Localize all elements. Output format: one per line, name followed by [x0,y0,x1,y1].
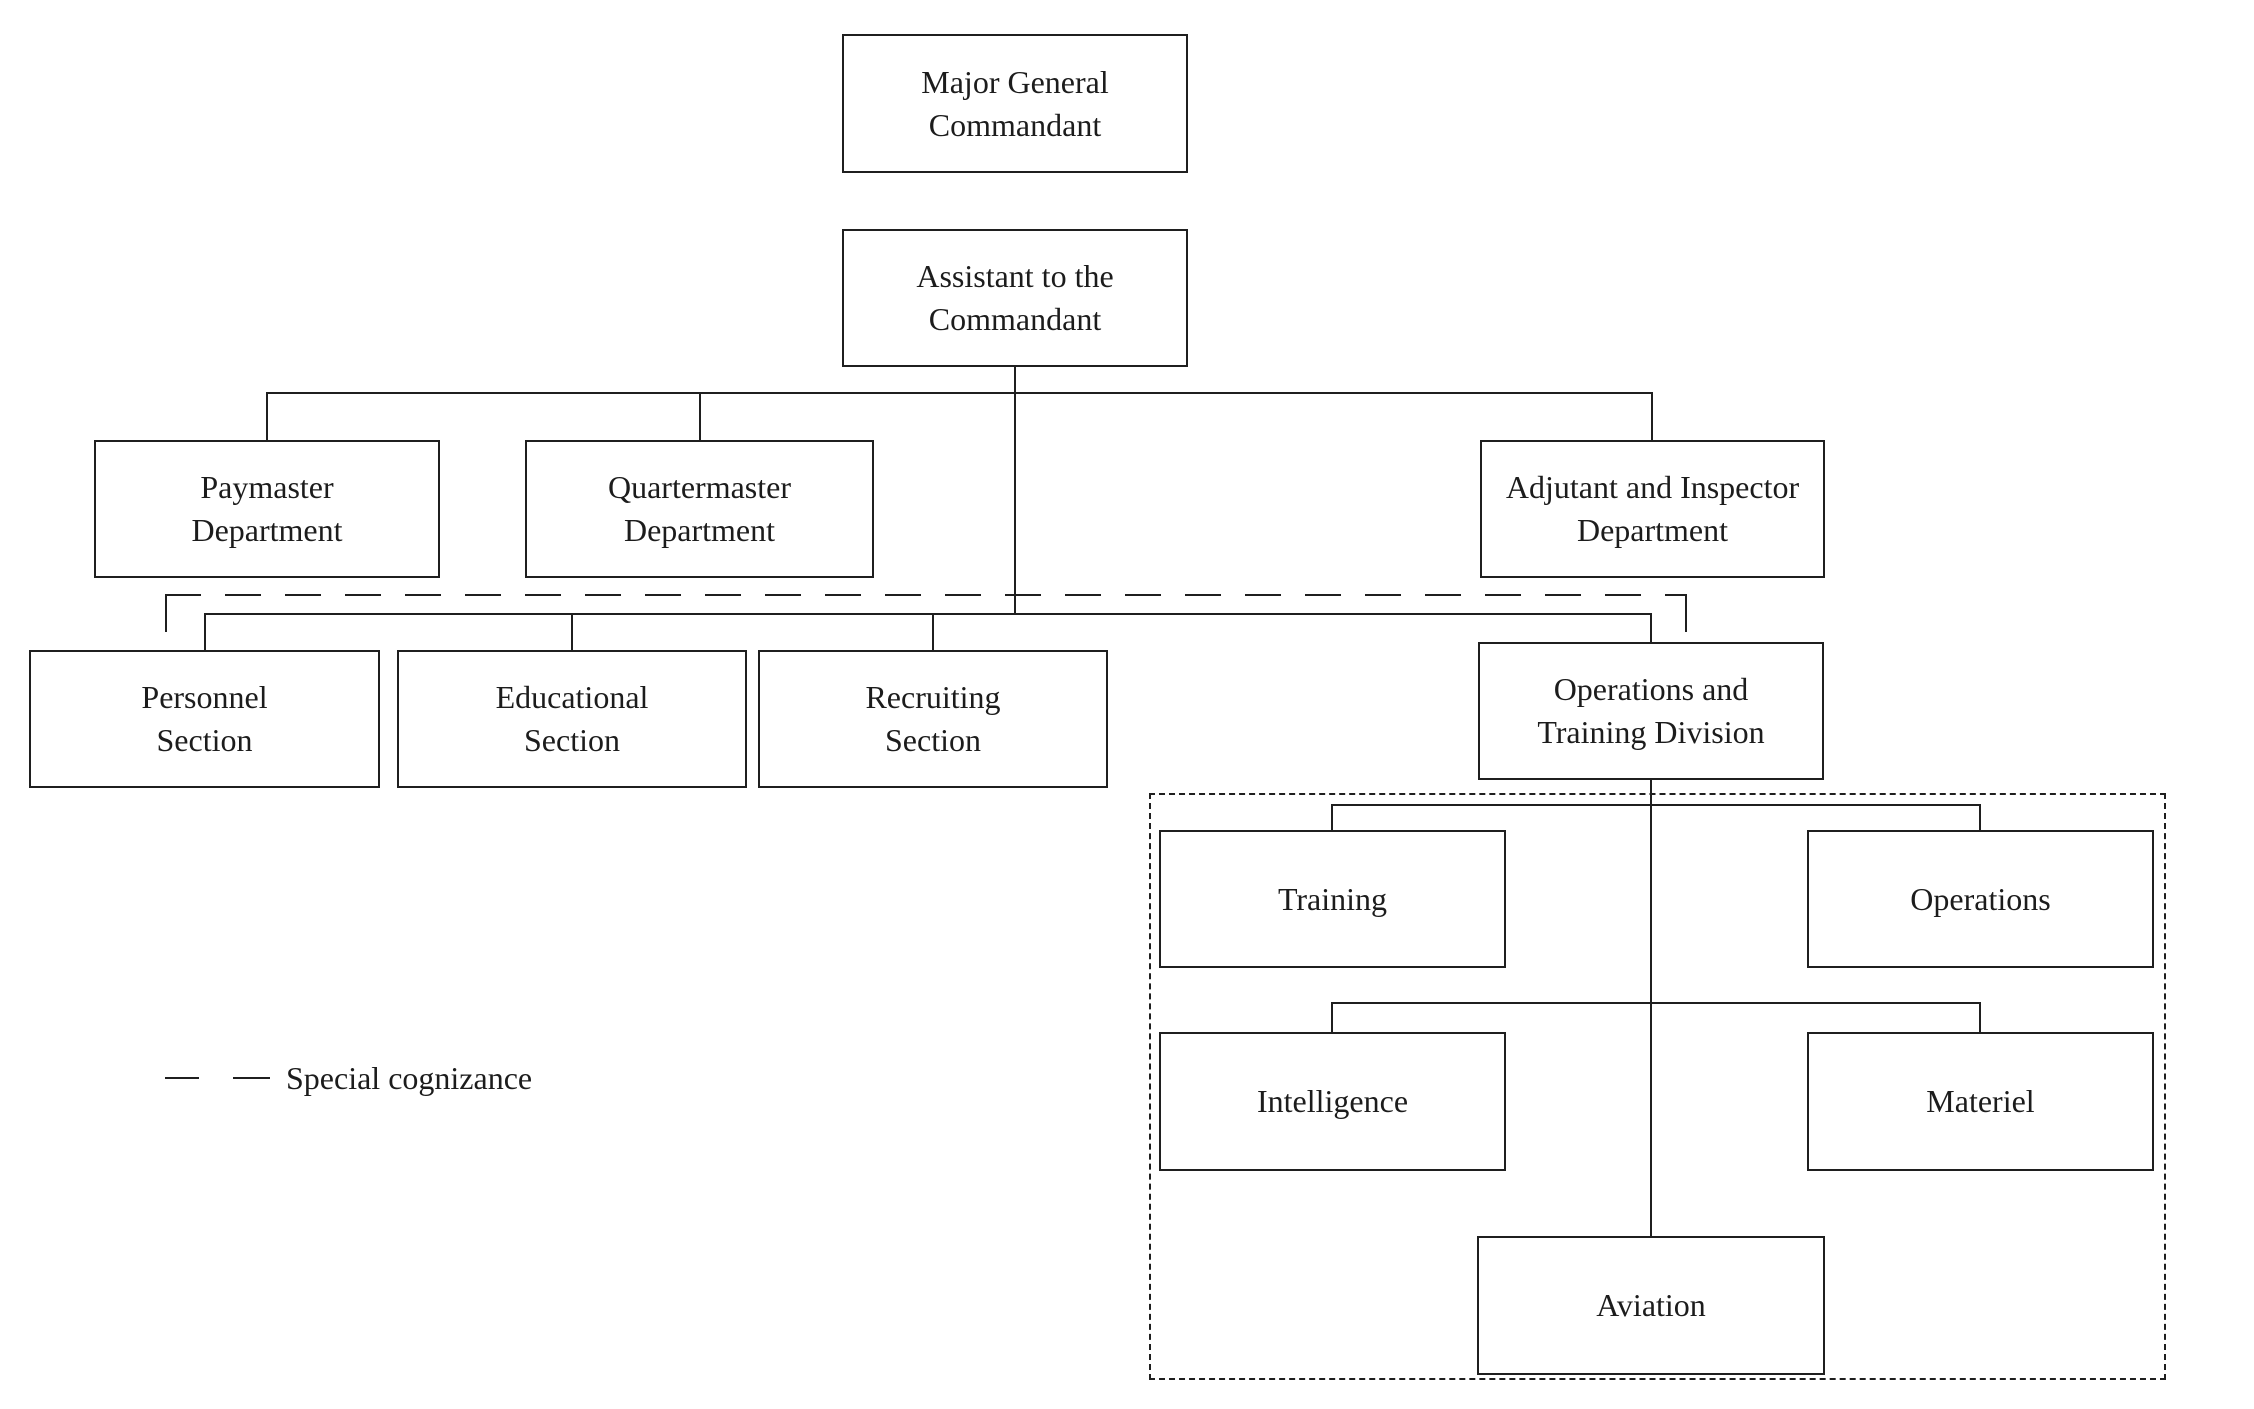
node-assistant-to-commandant: Assistant to the Commandant [842,229,1188,367]
connector-operations-training-stub [1650,613,1652,642]
connector-materiel-stub [1979,1002,1981,1032]
node-label: Training [1277,880,1388,917]
node-quartermaster-department: Quartermaster Department [525,440,874,578]
connector-quartermaster-stub [699,392,701,440]
connector-adjutant-stub [1651,392,1653,440]
node-label: Recruiting Section [865,679,1001,758]
node-adjutant-inspector-department: Adjutant and Inspector Department [1480,440,1825,578]
connector-paymaster-stub [266,392,268,440]
node-label: Major General Commandant [921,63,1109,143]
node-label: Intelligence [1256,1083,1409,1119]
node-major-general-commandant: Major General Commandant [842,34,1188,173]
node-operations-training-division: Operations and Training Division [1478,642,1824,780]
node-label: Operations and Training Division [1537,671,1765,750]
connector-operations-stub [1979,804,1981,830]
connector-recruiting-stub [932,613,934,650]
legend-dash-sample-2 [233,1077,270,1079]
node-paymaster-department: Paymaster Department [94,440,440,578]
special-cognizance-left-hook [165,594,167,632]
special-cognizance-right-hook [1685,594,1687,632]
node-label: Operations [1910,880,2051,917]
connector-personnel-stub [204,613,206,650]
connector-inner-row1-horizontal [1331,804,1981,806]
node-materiel: Materiel [1807,1032,2154,1171]
node-label: Adjutant and Inspector Department [1505,469,1800,548]
node-operations: Operations [1807,830,2154,968]
connector-assistant-center-feed [1014,367,1016,613]
node-personnel-section: Personnel Section [29,650,380,788]
node-training: Training [1159,830,1506,968]
connector-training-stub [1331,804,1333,830]
node-intelligence: Intelligence [1159,1032,1506,1171]
node-recruiting-section: Recruiting Section [758,650,1108,788]
node-label: Quartermaster Department [607,469,791,548]
legend-dash-sample-1 [165,1077,199,1079]
node-aviation: Aviation [1477,1236,1825,1375]
connector-inner-row2-horizontal [1331,1002,1981,1004]
connector-intelligence-stub [1331,1002,1333,1032]
node-label: Aviation [1596,1287,1706,1323]
connector-division-trunk [1650,780,1652,1236]
connector-sections-horizontal [205,613,1651,615]
connector-educational-stub [571,613,573,650]
operations-training-group-outline [1149,793,2166,1380]
node-label: Educational Section [495,679,649,758]
node-label: Personnel Section [141,679,268,758]
connector-departments-horizontal [267,392,1653,394]
node-label: Paymaster Department [191,469,343,548]
node-label: Assistant to the Commandant [916,258,1114,337]
node-educational-section: Educational Section [397,650,747,788]
special-cognizance-dashed-line [165,594,1687,596]
node-label: Materiel [1926,1083,2035,1119]
legend-label: Special cognizance [286,1060,533,1096]
